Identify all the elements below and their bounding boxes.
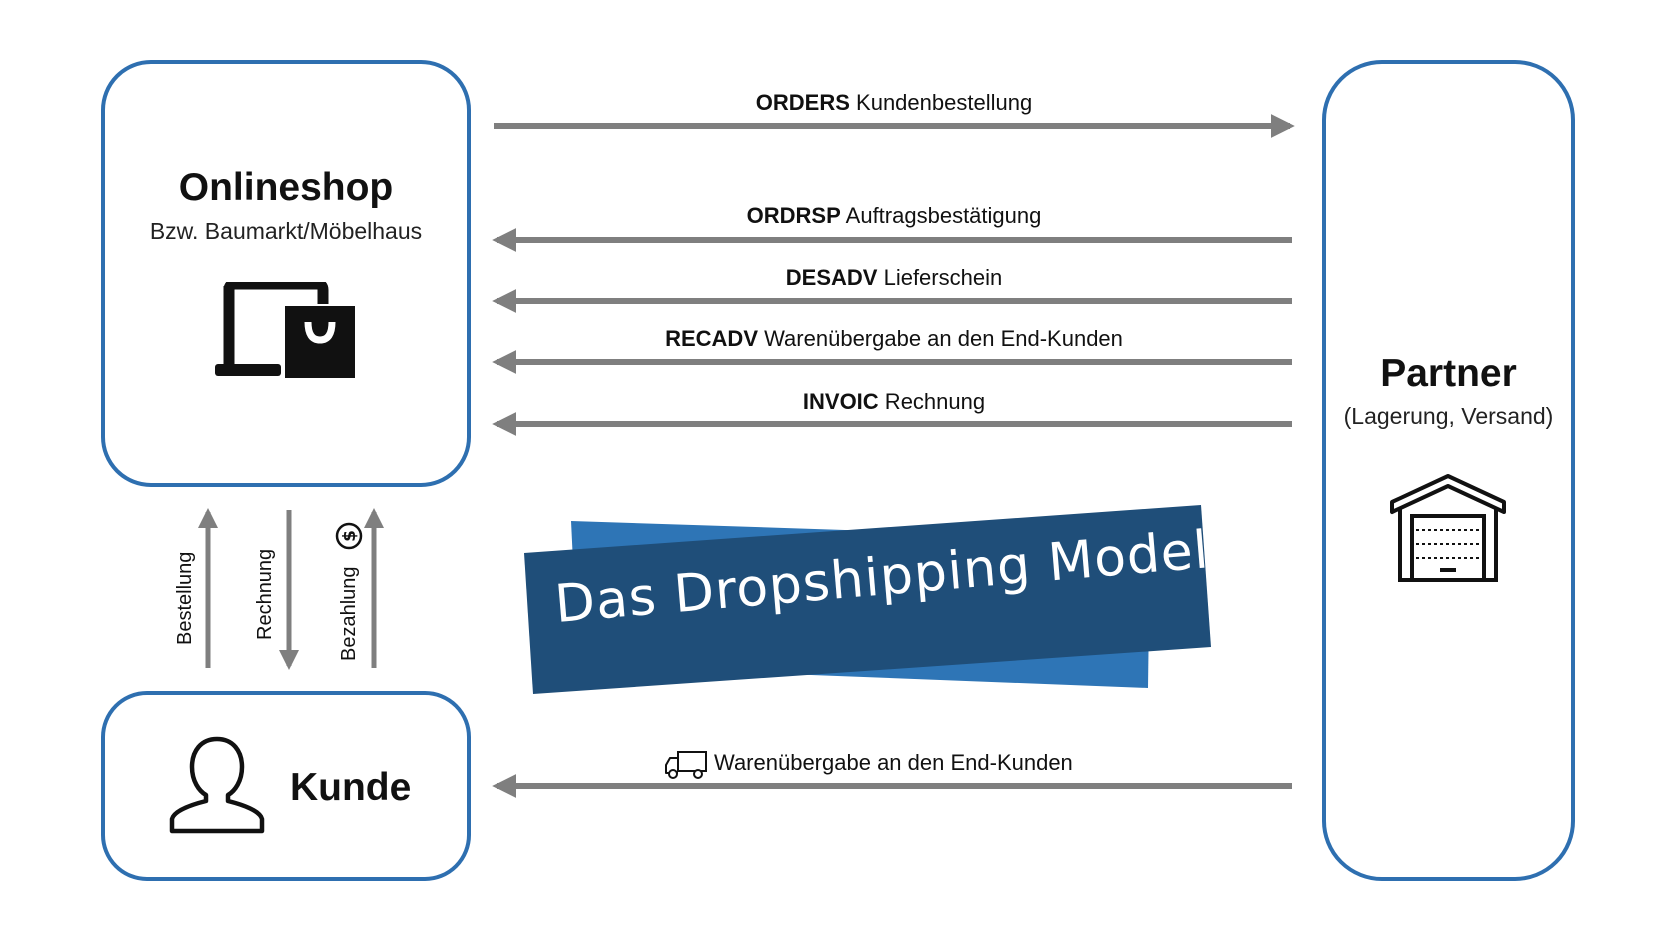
onlineshop-subtitle: Bzw. Baumarkt/Möbelhaus — [149, 218, 423, 244]
partner-box — [1322, 60, 1575, 881]
svg-text:$: $ — [340, 530, 360, 542]
flow-label-rechnung: Rechnung — [254, 548, 276, 640]
message-invoic: INVOIC Rechnung — [802, 389, 986, 414]
kunde-box — [101, 691, 471, 881]
kunde-title: Kunde — [290, 766, 412, 809]
truck-icon — [665, 751, 707, 779]
dollar-icon: $ — [335, 522, 363, 550]
message-delivery: Warenübergabe an den End-Kunden — [714, 750, 1073, 775]
partner-title: Partner — [1380, 352, 1517, 395]
onlineshop-box — [101, 60, 471, 487]
partner-subtitle: (Lagerung, Versand) — [1343, 403, 1554, 429]
warehouse-icon — [1390, 474, 1506, 582]
flow-label-bezahlung: Bezahlung — [338, 566, 360, 661]
message-orders: ORDERS Kundenbestellung — [755, 90, 1033, 115]
message-ordrsp: ORDRSP Auftragsbestätigung — [746, 203, 1042, 228]
laptop-shopping-bag-icon — [215, 282, 355, 378]
message-desadv: DESADV Lieferschein — [785, 265, 1003, 290]
message-recadv: RECADV Warenübergabe an den End-Kunden — [665, 326, 1123, 351]
user-icon — [169, 736, 265, 834]
onlineshop-title: Onlineshop — [178, 166, 394, 209]
flow-label-bestellung: Bestellung — [174, 551, 196, 645]
